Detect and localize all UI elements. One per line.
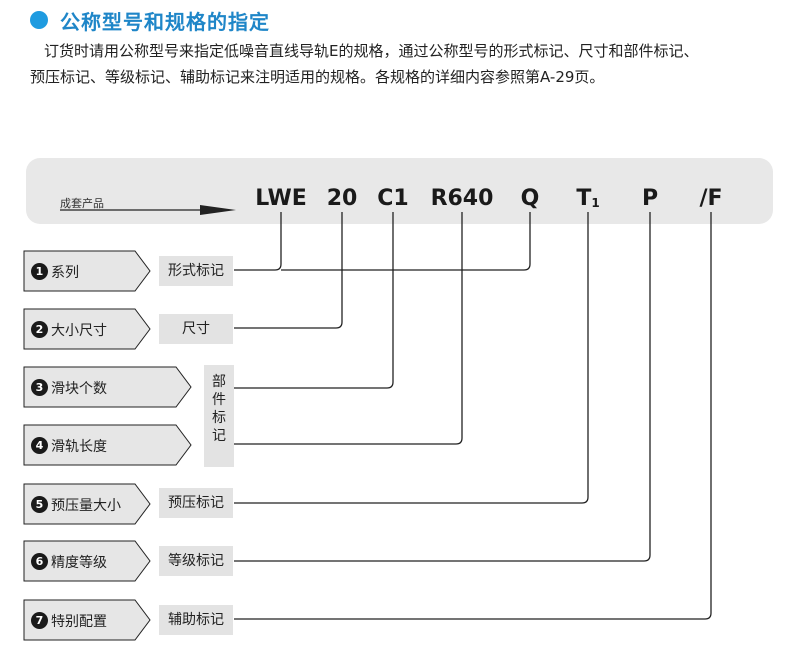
line-q bbox=[281, 212, 531, 271]
code-slider-count: C1 bbox=[377, 186, 409, 211]
description-line-2: 预压标记、等级标记、辅助标记来注明适用的规格。各规格的详细内容参照第A-29页。 bbox=[30, 68, 605, 86]
code-lwe: LWE bbox=[255, 186, 307, 211]
code-preload-sub: 1 bbox=[591, 196, 600, 210]
tag-parts-char: 部 bbox=[212, 374, 226, 390]
item-shape-7 bbox=[23, 599, 151, 641]
tag-auxiliary: 辅助标记 bbox=[159, 605, 233, 635]
item-name: 滑轨长度 bbox=[51, 439, 107, 455]
item-shape-5 bbox=[23, 483, 151, 525]
item-shape-1 bbox=[23, 250, 151, 292]
item-name: 预压量大小 bbox=[51, 498, 121, 514]
code-preload: T1 bbox=[576, 186, 599, 211]
line-t1 bbox=[234, 212, 589, 504]
item-name: 滑块个数 bbox=[51, 381, 107, 397]
tag-grade: 等级标记 bbox=[159, 546, 233, 576]
code-preload-main: T bbox=[576, 186, 592, 211]
item-name: 特别配置 bbox=[51, 614, 107, 630]
item-shape-2 bbox=[23, 308, 151, 350]
item-number-icon: 4 bbox=[31, 437, 48, 454]
item-shape-6 bbox=[23, 540, 151, 582]
item-number-icon: 2 bbox=[31, 321, 48, 338]
code-form-suffix: Q bbox=[520, 186, 540, 211]
item-number-icon: 5 bbox=[31, 496, 48, 513]
code-grade: P bbox=[641, 186, 659, 211]
heading-title: 公称型号和规格的指定 bbox=[60, 9, 270, 34]
item-slider-count: 3 滑块个数 bbox=[0, 366, 800, 410]
line-size bbox=[234, 212, 343, 329]
line-r640 bbox=[234, 212, 463, 445]
item-special: 7 特别配置 bbox=[0, 599, 800, 643]
code-size: 20 bbox=[326, 186, 358, 211]
tag-form: 形式标记 bbox=[159, 256, 233, 286]
item-series: 1 系列 bbox=[0, 250, 800, 294]
item-size: 2 大小尺寸 bbox=[0, 308, 800, 352]
heading-bullet-icon bbox=[30, 11, 48, 29]
tag-parts: 部 件 标 记 bbox=[204, 365, 234, 467]
description: 订货时请用公称型号来指定低噪音直线导轨E的规格，通过公称型号的形式标记、尺寸和部… bbox=[30, 38, 790, 90]
product-arrow-head-icon bbox=[200, 205, 236, 215]
tag-parts-char: 记 bbox=[212, 428, 226, 444]
connector-lines bbox=[234, 212, 712, 620]
item-number-icon: 7 bbox=[31, 612, 48, 629]
item-shape-3 bbox=[23, 366, 192, 408]
designation-band bbox=[26, 158, 773, 224]
tag-parts-char: 标 bbox=[212, 410, 226, 426]
item-name: 系列 bbox=[51, 265, 79, 281]
item-preload: 5 预压量大小 bbox=[0, 483, 800, 527]
section-heading: 公称型号和规格的指定 bbox=[30, 5, 270, 35]
item-name: 大小尺寸 bbox=[51, 323, 107, 339]
line-lwe bbox=[234, 212, 282, 271]
item-name: 精度等级 bbox=[51, 555, 107, 571]
item-number-icon: 3 bbox=[31, 379, 48, 396]
tag-parts-char: 件 bbox=[212, 392, 226, 408]
line-p bbox=[234, 212, 651, 562]
product-label: 成套产品 bbox=[60, 197, 104, 210]
description-line-1: 订货时请用公称型号来指定低噪音直线导轨E的规格，通过公称型号的形式标记、尺寸和部… bbox=[44, 42, 699, 60]
item-number-icon: 1 bbox=[31, 263, 48, 280]
tag-preload: 预压标记 bbox=[159, 488, 233, 518]
code-auxiliary: /F bbox=[699, 186, 723, 211]
code-rail-length: R640 bbox=[430, 186, 494, 211]
item-rail-length: 4 滑轨长度 bbox=[0, 424, 800, 468]
line-c1 bbox=[234, 212, 394, 389]
item-shape-4 bbox=[23, 424, 192, 466]
item-number-icon: 6 bbox=[31, 553, 48, 570]
item-shapes bbox=[23, 250, 192, 641]
line-f bbox=[234, 212, 712, 620]
tag-size: 尺寸 bbox=[159, 314, 233, 344]
item-grade: 6 精度等级 bbox=[0, 540, 800, 584]
